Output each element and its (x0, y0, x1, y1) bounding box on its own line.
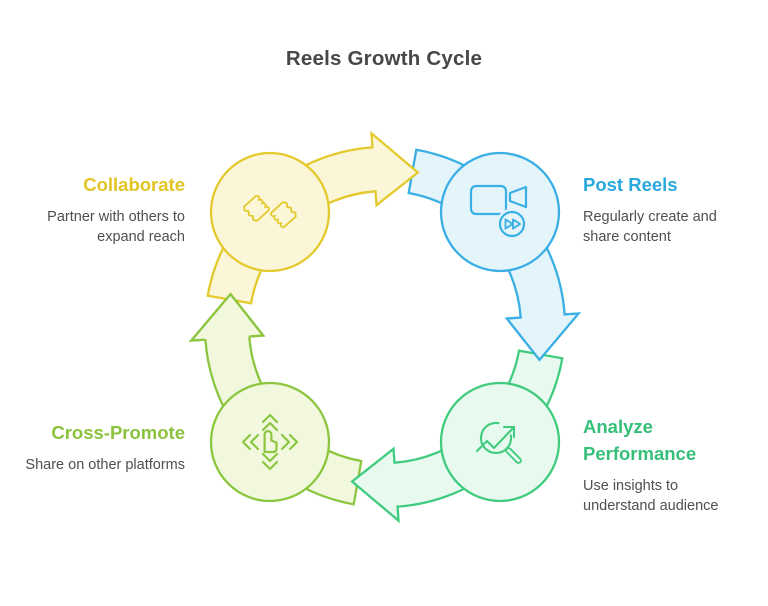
node-circle-collaborate (209, 151, 331, 273)
node-text-collaborate: Collaborate Partner with others to expan… (0, 171, 185, 247)
node-desc-post-reels: Regularly create and share content (583, 209, 717, 245)
page-title: Reels Growth Cycle (285, 47, 483, 70)
reels-camera-icon (469, 184, 528, 240)
node-title-analyze-performance: Analyze Performance (583, 416, 697, 464)
node-title-post-reels: Post Reels (583, 174, 678, 195)
node-desc-collaborate: Partner with others to expand reach (47, 209, 185, 245)
node-title-cross-promote: Cross-Promote (51, 422, 185, 443)
fist-bump-icon (243, 195, 297, 228)
node-desc-analyze-performance: Use insights to understand audience (583, 478, 719, 514)
node-title-collaborate: Collaborate (83, 174, 185, 195)
node-desc-cross-promote: Share on other platforms (25, 457, 185, 473)
tap-directions-icon (241, 413, 299, 471)
arrowhead-cross-promote-to-collaborate (188, 292, 266, 342)
node-circle-cross-promote (209, 381, 331, 503)
node-circle-post-reels (439, 151, 561, 273)
node-text-analyze-performance: Analyze Performance Use insights to unde… (583, 413, 768, 516)
node-text-post-reels: Post Reels Regularly create and share co… (583, 171, 768, 247)
node-text-cross-promote: Cross-Promote Share on other platforms (0, 419, 185, 475)
magnifier-trend-icon (475, 421, 522, 464)
